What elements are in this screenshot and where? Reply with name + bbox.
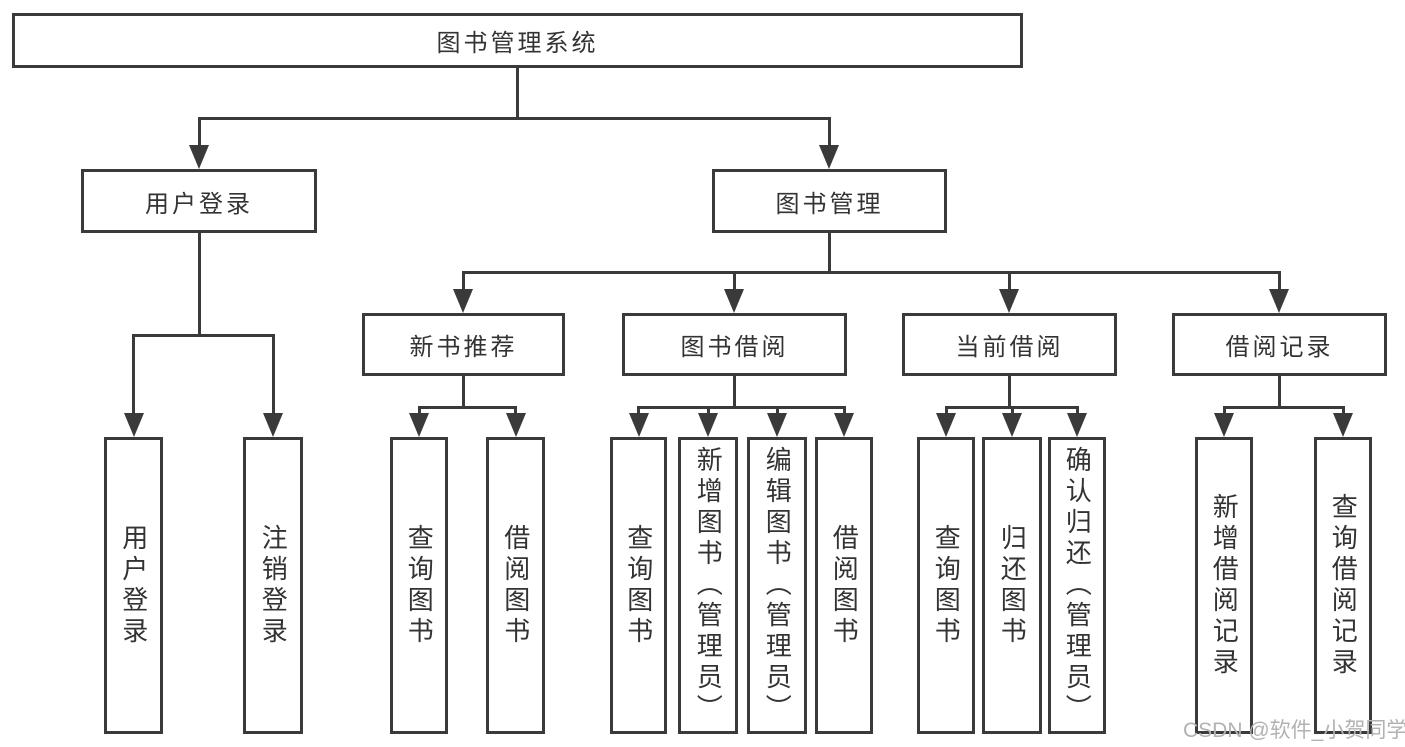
arrowhead-down-icon	[724, 289, 744, 313]
connector-line	[418, 406, 421, 416]
node-leaf-confirm-return-admin: 确认归还（管理员）	[1048, 437, 1106, 734]
arrowhead-down-icon	[1269, 289, 1289, 313]
node-leaf-logout-login: 注销登录	[243, 437, 303, 734]
node-label: 查询借阅记录	[1328, 492, 1359, 679]
node-label: 借阅记录	[1225, 334, 1334, 361]
arrowhead-down-icon	[629, 413, 649, 437]
connector-line	[132, 334, 275, 337]
arrowhead-down-icon	[189, 145, 209, 169]
connector-line	[637, 406, 640, 416]
connector-line	[1076, 406, 1079, 416]
node-book-borrowing: 图书借阅	[622, 313, 847, 376]
connector-line	[463, 271, 1280, 274]
arrowhead-down-icon	[999, 289, 1019, 313]
node-leaf-query-books-current: 查询图书	[917, 437, 975, 734]
node-label: 查询图书	[404, 523, 435, 648]
arrowhead-down-icon	[698, 413, 718, 437]
connector-line	[828, 117, 831, 148]
csdn-watermark: CSDN @软件_小贺同学	[1183, 719, 1405, 742]
connector-line	[418, 406, 517, 409]
node-book-management: 图书管理	[712, 169, 947, 233]
node-label: 借阅图书	[500, 523, 531, 648]
connector-line	[132, 334, 135, 414]
connector-line	[733, 376, 736, 408]
connector-line	[707, 406, 710, 416]
connector-line	[1011, 406, 1014, 416]
connector-line	[1223, 406, 1344, 409]
node-label: 新增图书（管理员）	[693, 446, 724, 725]
arrowhead-down-icon	[263, 413, 283, 437]
connector-line	[198, 233, 201, 336]
node-label: 归还图书	[997, 523, 1028, 648]
connector-line	[776, 406, 779, 416]
node-label: 编辑图书（管理员）	[762, 446, 793, 725]
node-leaf-add-borrow-record: 新增借阅记录	[1195, 437, 1253, 734]
node-label: 借阅图书	[829, 523, 860, 648]
node-label: 当前借阅	[955, 334, 1064, 361]
node-label: 新增借阅记录	[1209, 492, 1240, 679]
node-leaf-borrow-books-recommend: 借阅图书	[486, 437, 545, 734]
arrowhead-down-icon	[1333, 413, 1353, 437]
node-leaf-query-borrow-record: 查询借阅记录	[1314, 437, 1372, 734]
node-leaf-user-login: 用户登录	[104, 437, 163, 734]
arrowhead-down-icon	[453, 289, 473, 313]
node-label: 注销登录	[258, 523, 289, 648]
node-current-borrowing: 当前借阅	[902, 313, 1117, 376]
connector-line	[945, 406, 948, 416]
connector-line	[198, 117, 830, 120]
node-leaf-borrow-books: 借阅图书	[815, 437, 873, 734]
arrowhead-down-icon	[1067, 413, 1087, 437]
connector-line	[828, 233, 831, 274]
arrowhead-down-icon	[819, 145, 839, 169]
connector-line	[1278, 376, 1281, 408]
connector-line	[1008, 376, 1011, 408]
node-leaf-query-books-borrowing: 查询图书	[610, 437, 667, 734]
connector-line	[516, 68, 519, 118]
node-label: 用户登录	[145, 190, 253, 218]
node-label: 确认归还（管理员）	[1062, 446, 1093, 725]
arrowhead-down-icon	[409, 413, 429, 437]
node-label: 用户登录	[118, 523, 149, 648]
node-leaf-query-books-recommend: 查询图书	[390, 437, 448, 734]
connector-line	[733, 271, 736, 292]
node-label: 查询图书	[931, 523, 962, 648]
arrowhead-down-icon	[124, 413, 144, 437]
connector-line	[462, 376, 465, 408]
node-label: 新书推荐	[409, 334, 518, 361]
node-label: 查询图书	[623, 523, 654, 648]
node-label: 图书管理系统	[436, 30, 599, 57]
node-leaf-return-books: 归还图书	[982, 437, 1042, 734]
arrowhead-down-icon	[506, 413, 526, 437]
arrowhead-down-icon	[1002, 413, 1022, 437]
node-label: 图书管理	[775, 190, 884, 218]
arrowhead-down-icon	[834, 413, 854, 437]
node-leaf-edit-books-admin: 编辑图书（管理员）	[747, 437, 807, 734]
node-user-login: 用户登录	[81, 169, 317, 233]
connector-line	[843, 406, 846, 416]
node-label: 图书借阅	[680, 334, 789, 361]
connector-line	[514, 406, 517, 416]
node-library-management-system: 图书管理系统	[12, 13, 1023, 68]
connector-line	[1008, 271, 1011, 292]
node-leaf-add-books-admin: 新增图书（管理员）	[678, 437, 738, 734]
arrowhead-down-icon	[936, 413, 956, 437]
connector-line	[1223, 406, 1226, 416]
connector-line	[462, 271, 465, 292]
connector-line	[637, 406, 846, 409]
connector-line	[1278, 271, 1281, 292]
connector-line	[272, 334, 275, 414]
node-borrowing-records: 借阅记录	[1172, 313, 1387, 376]
arrowhead-down-icon	[1214, 413, 1234, 437]
node-new-book-recommendation: 新书推荐	[362, 313, 565, 376]
connector-line	[1342, 406, 1345, 416]
arrowhead-down-icon	[767, 413, 787, 437]
connector-line	[198, 117, 201, 148]
